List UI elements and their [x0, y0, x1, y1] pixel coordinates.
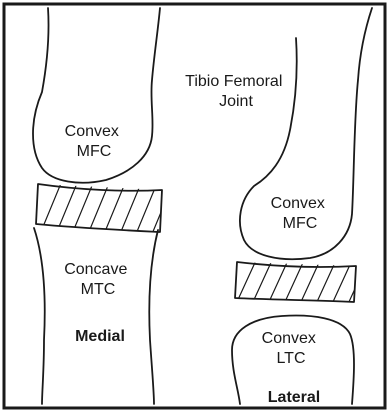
joint-title: Tibio Femoral Joint	[185, 73, 287, 110]
lateral-femur-label-line-2: MFC	[283, 215, 318, 232]
lateral-tibia-label: Convex LTC	[262, 330, 321, 367]
lateral-tibia-label-line-2: LTC	[276, 350, 305, 367]
lateral-femur-label: Convex MFC	[271, 195, 330, 232]
medial-femur-label-line-1: Convex	[65, 123, 119, 140]
medial-femur-label-line-2: MFC	[77, 143, 112, 160]
medial-tibia-label: Concave MTC	[64, 261, 132, 298]
lateral-meniscus	[235, 256, 370, 304]
joint-title-line-1: Tibio Femoral	[185, 73, 282, 90]
joint-title-line-2: Joint	[219, 93, 253, 110]
lateral-tibia-label-line-1: Convex	[262, 330, 316, 347]
lateral-femur-label-line-1: Convex	[271, 195, 325, 212]
medial-tibial-condyle	[34, 228, 158, 404]
medial-tibia-label-line-1: Concave	[64, 261, 127, 278]
medial-tibia-label-line-2: MTC	[81, 281, 116, 298]
medial-femur-label: Convex MFC	[65, 123, 124, 160]
medial-meniscus	[36, 176, 176, 234]
lateral-side-label: Lateral	[268, 389, 320, 406]
medial-side-label: Medial	[75, 328, 125, 345]
